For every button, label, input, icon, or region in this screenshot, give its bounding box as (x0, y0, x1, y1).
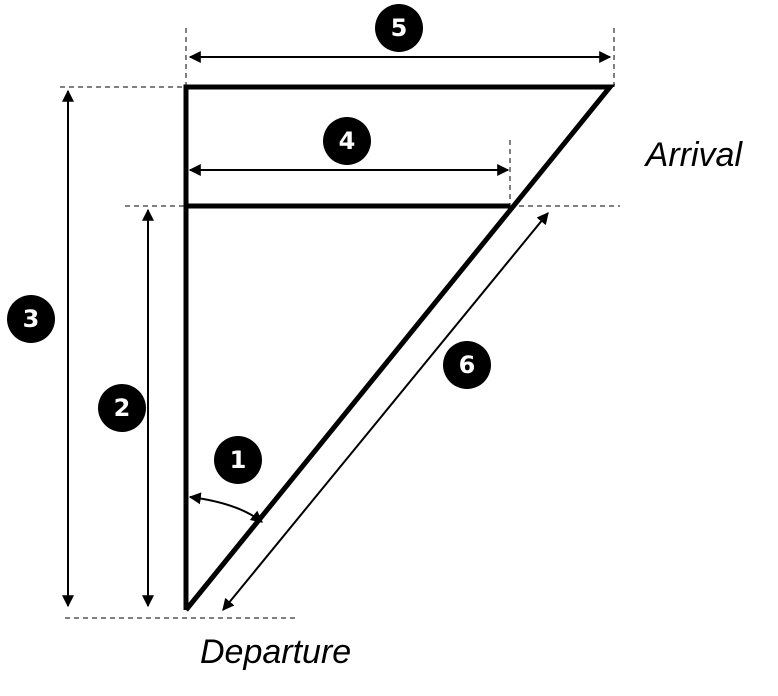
badge-lower-height: 2 (98, 384, 146, 432)
hypotenuse-arrow (222, 212, 549, 611)
triangle-shape (183, 84, 616, 612)
badge-hypotenuse: 6 (443, 341, 491, 389)
triangle-outline (183, 84, 616, 612)
arrival-label: Arrival (644, 136, 744, 174)
badge-hypotenuse-number: 6 (459, 351, 476, 379)
badge-outer-width-number: 5 (391, 14, 408, 42)
badge-angle-number: 1 (230, 446, 247, 474)
badge-angle: 1 (214, 436, 262, 484)
departure-label: Departure (200, 633, 351, 671)
angle-arc-arrow (188, 492, 263, 523)
reference-dashed-lines (60, 28, 620, 619)
badge-outer-width: 5 (375, 4, 423, 52)
badge-lower-height-number: 2 (114, 394, 131, 422)
badge-inner-width-number: 4 (339, 127, 356, 155)
badge-inner-width: 4 (323, 117, 371, 165)
dimension-arrows (62, 51, 612, 611)
badge-total-height-number: 3 (23, 305, 40, 333)
badge-total-height: 3 (7, 295, 55, 343)
